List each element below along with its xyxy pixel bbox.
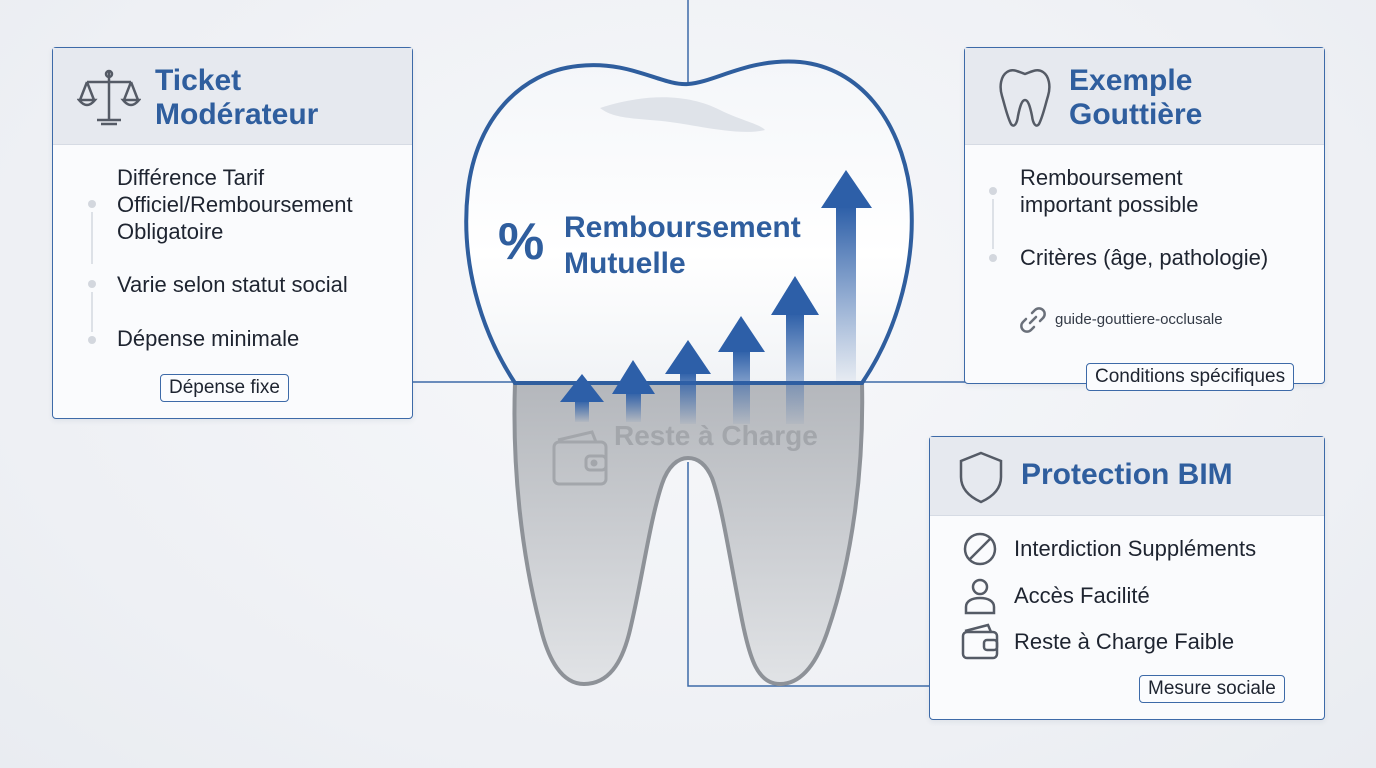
card-title: Protection BIM xyxy=(1021,458,1233,491)
center-title-line2: Mutuelle xyxy=(564,247,686,280)
bullet-dot xyxy=(88,200,96,208)
wallet-icon xyxy=(552,430,608,486)
up-arrow-icon xyxy=(560,374,604,422)
bullet-connector xyxy=(91,212,93,264)
up-arrow-icon xyxy=(612,360,655,422)
tooth-icon xyxy=(999,69,1051,127)
card-header xyxy=(930,437,1324,516)
card-header xyxy=(965,48,1324,145)
ticket-item: Varie selon statut social xyxy=(117,272,348,297)
ticket-tag: Dépense fixe xyxy=(160,374,289,402)
up-arrow-icon xyxy=(821,170,872,382)
ticket-item: Dépense minimale xyxy=(117,326,300,351)
bim-item: Accès Facilité xyxy=(1014,583,1150,608)
up-arrow-icon xyxy=(718,316,765,424)
shield-icon xyxy=(959,451,1003,504)
up-arrow-icon xyxy=(771,276,819,424)
wallet-icon xyxy=(961,623,999,660)
ticket-moderateur-card: Ticket Modérateur Différence Tarif Offic… xyxy=(52,47,413,419)
reste-a-charge-label: Reste à Charge xyxy=(614,420,818,451)
bim-item: Interdiction Suppléments xyxy=(1014,536,1257,561)
growth-arrows xyxy=(560,170,872,424)
bim-item: Reste à Charge Faible xyxy=(1014,629,1235,654)
bullet-connector xyxy=(91,292,93,332)
scales-icon xyxy=(77,69,141,126)
link-icon[interactable] xyxy=(1019,306,1047,334)
person-icon xyxy=(964,578,996,615)
up-arrow-icon xyxy=(665,340,711,424)
ticket-item: Obligatoire xyxy=(117,219,224,244)
card-title-line1: Ticket xyxy=(155,64,242,97)
card-header xyxy=(53,48,412,145)
gouttiere-link[interactable]: guide-gouttiere-occlusale xyxy=(1055,311,1223,328)
card-title-line2: Modérateur xyxy=(155,98,319,131)
bullet-dot xyxy=(989,254,997,262)
gouttiere-tag: Conditions spécifiques xyxy=(1086,363,1295,391)
bullet-dot xyxy=(88,336,96,344)
gouttiere-item: important possible xyxy=(1020,192,1199,217)
bullet-dot xyxy=(989,187,997,195)
ticket-item: Différence Tarif xyxy=(117,165,265,190)
tooth-root xyxy=(512,381,865,687)
gouttiere-item: Critères (âge, pathologie) xyxy=(1020,245,1269,270)
gouttiere-item: Remboursement xyxy=(1020,165,1183,190)
gouttiere-card: Exemple Gouttière Remboursement importan… xyxy=(964,47,1325,391)
bullet-connector xyxy=(992,199,994,249)
crown-highlight xyxy=(600,97,765,132)
prohibited-icon xyxy=(963,532,997,566)
percent-symbol: % xyxy=(498,213,545,271)
center-title-line1: Remboursement xyxy=(564,211,801,244)
ticket-item: Officiel/Remboursement xyxy=(117,192,353,217)
card-title-line2: Gouttière xyxy=(1069,98,1203,131)
card-title-line1: Exemple xyxy=(1069,64,1193,97)
bullet-dot xyxy=(88,280,96,288)
protection-bim-card: Protection BIM Interdiction Suppléments … xyxy=(929,436,1325,720)
connector-bottom xyxy=(687,462,930,687)
bim-tag: Mesure sociale xyxy=(1139,675,1285,703)
